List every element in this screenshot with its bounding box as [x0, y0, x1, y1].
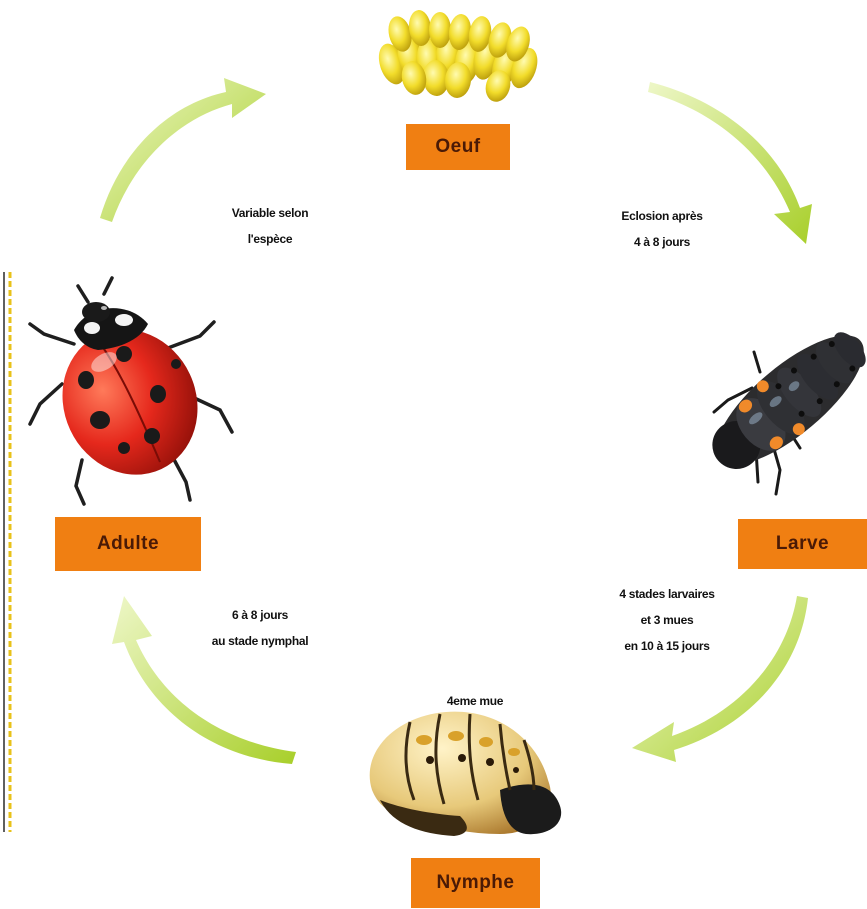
note-stade-nymphal: 6 à 8 jours au stade nymphal: [180, 602, 340, 654]
stage-label-oeuf: Oeuf: [406, 124, 510, 170]
note-4eme-mue: 4eme mue: [420, 688, 530, 714]
egg-cluster-icon: [374, 9, 542, 105]
note-stades-line-2: et 3 mues: [582, 607, 752, 633]
note-eclosion-line-1: Eclosion après: [592, 203, 732, 229]
note-variable: Variable selon l'espèce: [195, 200, 345, 252]
note-variable-line-2: l'espèce: [195, 226, 345, 252]
note-eclosion-line-2: 4 à 8 jours: [592, 229, 732, 255]
page-edge-decoration: [0, 272, 16, 832]
stage-label-larve: Larve: [738, 519, 867, 569]
larva-icon: [696, 315, 867, 494]
note-stades-larvaires: 4 stades larvaires et 3 mues en 10 à 15 …: [582, 581, 752, 659]
note-stades-line-3: en 10 à 15 jours: [582, 633, 752, 659]
note-nymphal-line-1: 6 à 8 jours: [180, 602, 340, 628]
stage-label-adulte: Adulte: [55, 517, 201, 571]
note-nymphal-line-2: au stade nymphal: [180, 628, 340, 654]
note-variable-line-1: Variable selon: [195, 200, 345, 226]
pupa-icon: [370, 712, 561, 836]
stage-label-nymphe: Nymphe: [411, 858, 540, 908]
ladybug-icon: [30, 278, 232, 504]
note-mue-line: 4eme mue: [420, 688, 530, 714]
note-eclosion: Eclosion après 4 à 8 jours: [592, 203, 732, 255]
note-stades-line-1: 4 stades larvaires: [582, 581, 752, 607]
